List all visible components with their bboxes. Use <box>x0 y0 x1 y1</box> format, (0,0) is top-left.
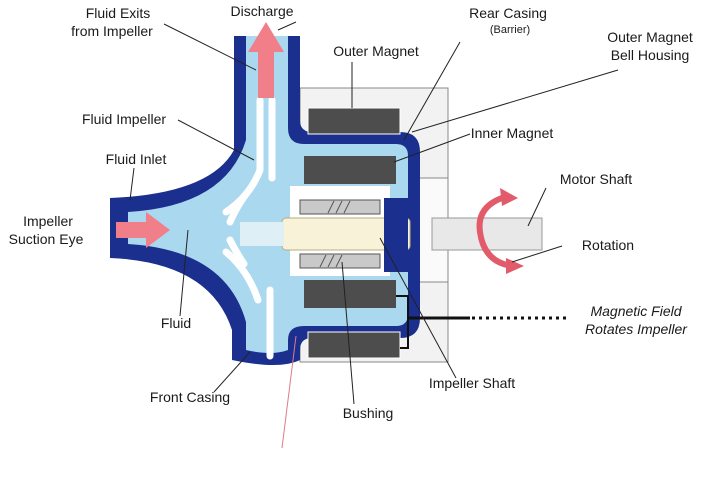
rotation-arrowhead-top <box>500 188 518 206</box>
label-fluid-exits-line1: Fluid Exits <box>86 5 151 21</box>
label-fluid: Fluid <box>161 315 191 331</box>
magnetic-field-connector <box>396 295 409 349</box>
outer-magnet-top <box>307 107 401 135</box>
label-rotation: Rotation <box>582 237 634 253</box>
label-outer-magnet-bell-line1: Outer Magnet <box>607 29 693 45</box>
label-motor-shaft: Motor Shaft <box>560 171 632 187</box>
bushing-hatch <box>319 200 351 268</box>
leader-lines <box>129 21 619 405</box>
label-fluid-exits-line2: from Impeller <box>71 23 153 39</box>
motor-shaft <box>431 217 543 251</box>
impeller-hub <box>240 222 284 246</box>
rotation-arrow <box>476 193 513 269</box>
pink-leader-line <box>281 335 297 449</box>
label-front-casing: Front Casing <box>150 389 230 405</box>
label-barrier: (Barrier) <box>490 24 530 36</box>
bushing-top <box>299 199 381 215</box>
rotation-arrowhead-bottom <box>506 258 524 274</box>
label-bushing: Bushing <box>343 405 394 421</box>
inlet-arrow <box>116 212 170 248</box>
label-inner-magnet: Inner Magnet <box>471 125 554 141</box>
label-impeller-shaft: Impeller Shaft <box>429 375 515 391</box>
label-magnetic-field-line2: Rotates Impeller <box>585 321 688 337</box>
rear-casing-end <box>384 198 408 272</box>
outer-magnet-bottom <box>307 331 401 359</box>
discharge-arrow <box>248 22 284 98</box>
label-outer-magnet: Outer Magnet <box>333 43 419 59</box>
label-suction-eye-line2: Suction Eye <box>9 231 84 247</box>
label-fluid-impeller: Fluid Impeller <box>82 111 166 127</box>
label-discharge: Discharge <box>230 3 293 19</box>
label-rear-casing: Rear Casing <box>469 5 547 21</box>
bushing-bottom <box>299 253 381 269</box>
inner-magnet-bottom <box>304 280 396 308</box>
impeller-vanes <box>222 96 276 360</box>
label-fluid-inlet: Fluid Inlet <box>106 151 167 167</box>
label-magnetic-field-line1: Magnetic Field <box>590 303 682 319</box>
label-outer-magnet-bell-line2: Bell Housing <box>611 47 690 63</box>
inner-magnet-top <box>304 156 396 184</box>
label-suction-eye-line1: Impeller <box>23 213 73 229</box>
